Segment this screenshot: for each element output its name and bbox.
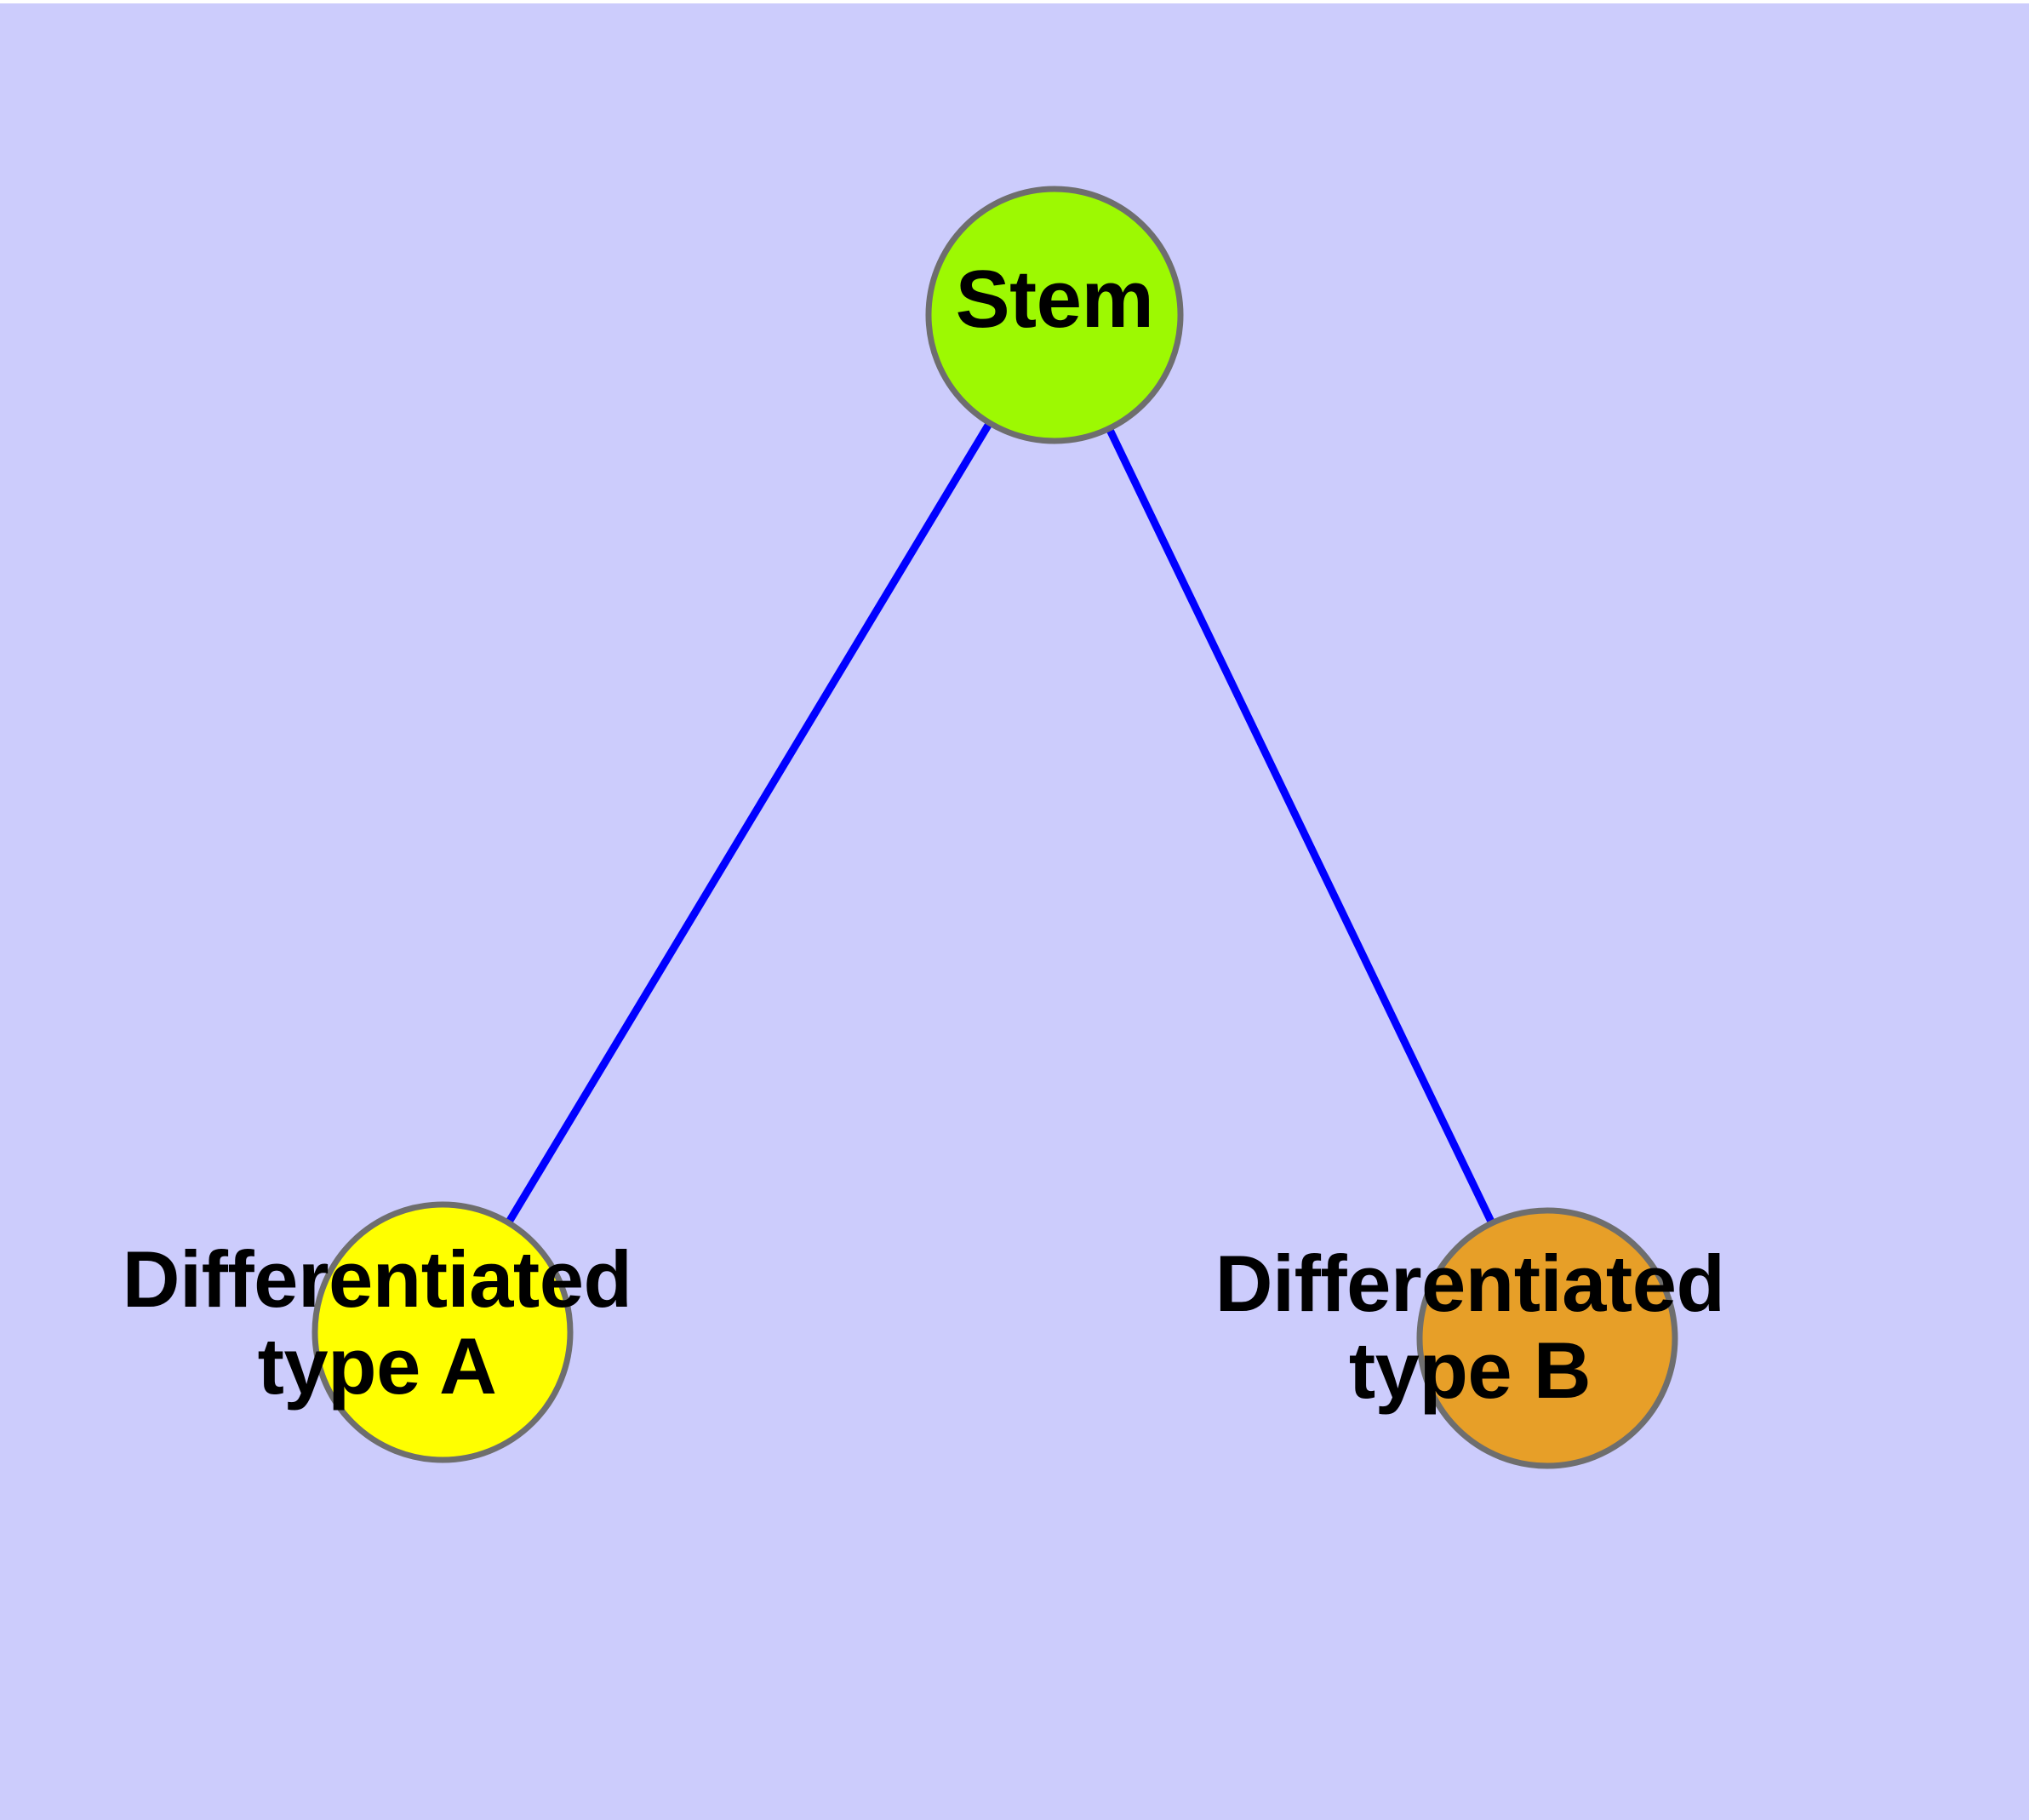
edge-layer xyxy=(439,312,1552,1340)
node-stem[interactable] xyxy=(925,186,1184,444)
edge-stem-to-diff-a xyxy=(439,312,1058,1335)
node-diff-a[interactable] xyxy=(311,1201,574,1463)
node-layer xyxy=(311,186,1678,1469)
edge-stem-to-diff-b xyxy=(1050,313,1552,1340)
node-diff-b[interactable] xyxy=(1416,1207,1678,1469)
